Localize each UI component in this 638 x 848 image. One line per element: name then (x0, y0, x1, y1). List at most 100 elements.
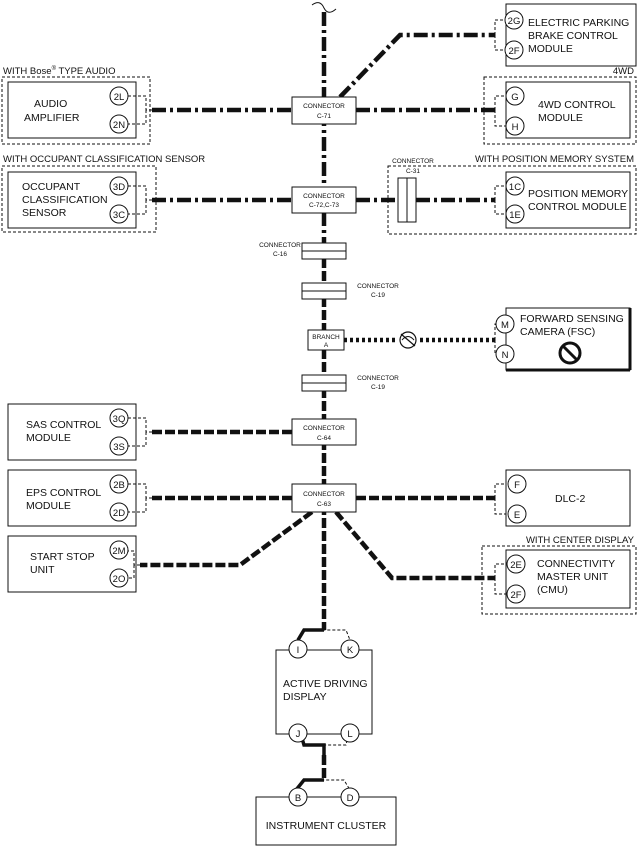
module-4wd-control: G H 4WD CONTROL MODULE (494, 81, 631, 139)
module-electric-parking-brake: 2G 2F ELECTRIC PARKING BRAKE CONTROL MOD… (494, 3, 637, 67)
module-sas-control: 3Q 3S SAS CONTROL MODULE (7, 403, 152, 461)
module-startstop-name-1: START STOP (30, 551, 95, 563)
pin-1c: 1C (509, 182, 521, 193)
module-audio-name-2: AMPLIFIER (24, 112, 80, 124)
module-4wd-name-1: 4WD CONTROL (538, 99, 616, 111)
connector-c31-label: CONNECTOR (392, 158, 434, 165)
connector-c64-id: C-64 (317, 435, 331, 442)
pin-2n: 2N (113, 120, 125, 131)
pin-f: F (514, 480, 520, 491)
pin-2b: 2B (113, 480, 125, 491)
module-eps-name-2: MODULE (26, 500, 71, 512)
module-position-memory: 1C 1E POSITION MEMORY CONTROL MODULE (494, 171, 631, 229)
group-position-memory (387, 165, 637, 235)
connector-c64: CONNECTOR C-64 (291, 418, 357, 446)
pin-b: B (295, 793, 301, 804)
pin-n: N (502, 350, 509, 361)
module-posmem-name-2: CONTROL MODULE (528, 201, 627, 213)
module-epb-name-2: BRAKE CONTROL (528, 30, 618, 42)
pin-2m: 2M (112, 546, 125, 557)
module-epb-name-3: MODULE (528, 43, 573, 55)
connector-c63: CONNECTOR C-63 (291, 483, 357, 513)
connector-c63-id: C-63 (317, 501, 331, 508)
module-add-name-1: ACTIVE DRIVING (283, 678, 368, 690)
module-connectivity-master-unit: 2E 2F CONNECTIVITY MASTER UNIT (CMU) (494, 549, 631, 609)
connector-c16-id: C-16 (273, 251, 287, 258)
module-dlc2: F E DLC-2 (494, 469, 631, 527)
connector-c19a-label: CONNECTOR (357, 283, 399, 290)
module-instrument-cluster: B D INSTRUMENT CLUSTER (255, 778, 397, 846)
pin-k: K (347, 645, 354, 656)
header-occupant: WITH OCCUPANT CLASSIFICATION SENSOR (3, 154, 205, 165)
connector-c16: CONNECTOR C-16 (259, 242, 347, 260)
pin-2f: 2F (508, 46, 519, 57)
module-sas-name-1: SAS CONTROL (26, 419, 101, 431)
group-4wd (483, 76, 637, 145)
connector-c72-label: CONNECTOR (303, 193, 345, 200)
module-audio-name-1: AUDIO (34, 98, 67, 110)
pin-3d: 3D (113, 182, 125, 193)
module-4wd-name-2: MODULE (538, 112, 583, 124)
inline-open-symbol-icon (399, 331, 417, 349)
header-center-display: WITH CENTER DISPLAY (526, 535, 635, 546)
pin-j: J (296, 729, 301, 740)
module-occupant-sensor: 3D 3C OCCUPANT CLASSIFICATION SENSOR (7, 171, 152, 229)
connector-c64-label: CONNECTOR (303, 425, 345, 432)
pin-2f-cmu: 2F (510, 590, 521, 601)
prohibited-icon (558, 341, 582, 365)
module-active-driving-display: I K J L ACTIVE DRIVING DISPLAY (275, 628, 373, 755)
connector-c19b-label: CONNECTOR (357, 375, 399, 382)
module-cmu-name-1: CONNECTIVITY (537, 558, 615, 570)
pin-2o: 2O (113, 574, 126, 585)
header-position-memory: WITH POSITION MEMORY SYSTEM (475, 154, 634, 165)
pin-3c: 3C (113, 210, 125, 221)
module-cmu-name-3: (CMU) (537, 584, 568, 596)
connector-c16-label: CONNECTOR (259, 242, 301, 249)
wire-startstop (140, 510, 314, 568)
header-bose: WITH Bose® TYPE AUDIO (3, 65, 115, 77)
pin-l: L (347, 729, 352, 740)
module-dlc-name: DLC-2 (555, 493, 586, 505)
module-startstop-name-2: UNIT (30, 564, 55, 576)
module-sas-name-2: MODULE (26, 432, 71, 444)
branch-a-id: A (324, 342, 329, 349)
connector-c31-id: C-31 (406, 168, 420, 175)
header-4wd: 4WD (613, 66, 634, 77)
module-posmem-name-1: POSITION MEMORY (528, 188, 628, 200)
module-eps-name-1: EPS CONTROL (26, 487, 101, 499)
connector-c71: CONNECTOR C-71 (291, 96, 357, 125)
pin-3q: 3Q (113, 414, 126, 425)
pin-m: M (501, 320, 509, 331)
pin-2e: 2E (510, 560, 522, 571)
wire-cmu (334, 510, 495, 581)
module-fsc-name-2: CAMERA (FSC) (520, 326, 595, 338)
pin-2d: 2D (113, 508, 125, 519)
module-cluster-name: INSTRUMENT CLUSTER (266, 820, 387, 832)
module-occupant-name-2: CLASSIFICATION (22, 194, 108, 206)
bus-trunk-top-break (311, 2, 337, 13)
connector-c19a-id: C-19 (371, 292, 385, 299)
module-audio-amplifier: 2L 2N AUDIO AMPLIFIER (7, 81, 152, 139)
pin-e: E (514, 510, 520, 521)
pin-2g: 2G (508, 16, 521, 27)
wire-epb (338, 32, 495, 99)
connector-c63-label: CONNECTOR (303, 491, 345, 498)
pin-d: D (347, 793, 354, 804)
module-eps-control: 2B 2D EPS CONTROL MODULE (7, 469, 152, 527)
pin-h: H (512, 122, 519, 133)
module-fsc-name-1: FORWARD SENSING (520, 313, 624, 325)
connector-c72-id: C-72,C-73 (309, 202, 339, 209)
module-forward-sensing-camera: M N FORWARD SENSING CAMERA (FSC) (494, 307, 632, 372)
connector-c19-upper: CONNECTOR C-19 (301, 282, 399, 300)
module-occupant-name-3: SENSOR (22, 207, 67, 219)
pin-1e: 1E (509, 210, 521, 221)
module-epb-name-1: ELECTRIC PARKING (528, 17, 629, 29)
pin-i: I (297, 645, 300, 656)
connector-c19b-id: C-19 (371, 384, 385, 391)
group-center-display (481, 545, 637, 615)
module-add-name-2: DISPLAY (283, 691, 327, 703)
connector-c19-lower: CONNECTOR C-19 (301, 374, 399, 392)
group-occupant (1, 165, 157, 233)
pin-2l: 2L (114, 92, 125, 103)
